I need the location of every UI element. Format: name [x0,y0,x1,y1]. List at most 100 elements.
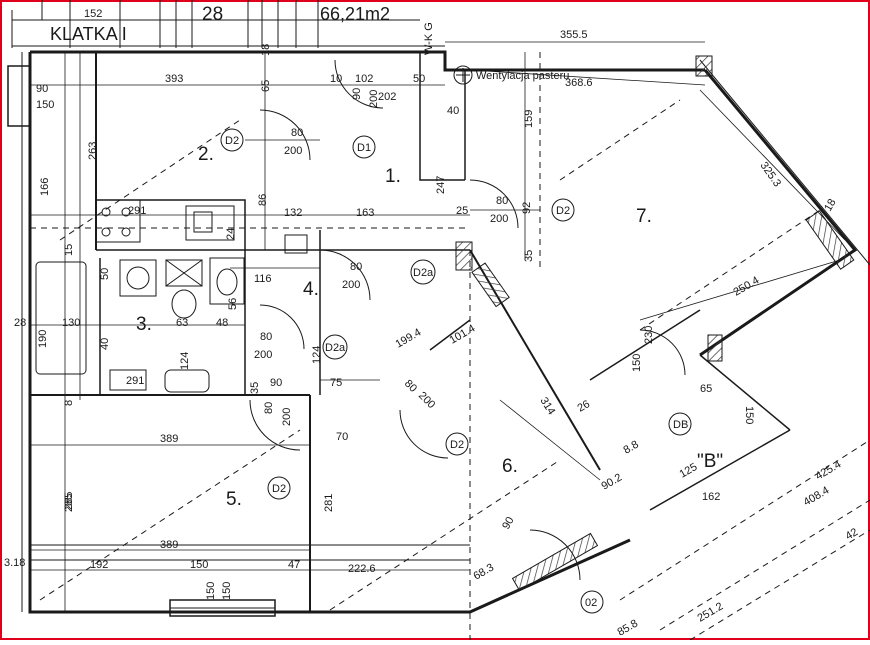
room-1-label: 1. [385,166,401,187]
dim-room3-291: 291 [126,375,144,387]
window-left [7,65,31,127]
fixtures [35,65,473,393]
stove [95,199,141,243]
dim-room6-200: 200 [416,390,437,411]
dim-bottom-47: 47 [288,559,300,571]
bathtub [35,261,87,375]
dim-top-202: 202 [378,91,396,103]
dim-room4-80: 80 [350,261,362,273]
dim-bottom-150-v2: 150 [221,582,233,600]
column-hatch-1 [455,241,473,271]
dim-top-393: 393 [165,73,183,85]
dim-left-318: 3.18 [4,557,25,569]
dim-room3-124: 124 [179,352,191,370]
kitchen-sink [185,205,235,241]
top-number-1: 152 [84,8,102,20]
dimension-lines [30,41,846,612]
dim-left-285: 285 [63,494,75,512]
dim-room7-250: 250.4 [732,274,762,298]
dim-top-90: 90 [351,88,363,100]
door-tag-d2-room2: D2 [225,135,239,147]
dim-room1-35: 35 [523,250,535,262]
dim-room4-200: 200 [342,279,360,291]
door-tag-d2-room6: D2 [450,439,464,451]
door-tag-d2-room7: D2 [556,205,570,217]
door-tag-db: DB [673,419,688,431]
dim-left-90: 90 [36,83,48,95]
room-6-label: 6. [502,456,518,477]
dim-room5-80: 80 [263,402,275,414]
dim-room1-80: 80 [496,195,508,207]
door-tag-d2a-room3: D2a [325,342,346,354]
dim-room3-48: 48 [216,317,228,329]
dim-bottom-192: 192 [90,559,108,571]
dim-room3-75: 75 [330,377,342,389]
walls [7,50,870,614]
dim-left-15: 15 [63,244,75,256]
dim-room7-150: 150 [631,354,643,372]
column-hatch-3 [695,55,713,77]
dim-left-50: 50 [99,268,111,280]
dim-left-190: 190 [37,330,49,348]
wc-basin [284,234,308,254]
column-hatch-4 [805,210,855,270]
boiler [165,259,203,287]
washing-machine [119,259,157,297]
window-room6 [511,532,599,592]
top-stair-hatching [11,0,445,48]
dim-top-10: 10 [330,73,342,85]
dim-room1-159: 159 [523,110,535,128]
dim-top-368: 368.6 [565,77,593,89]
room-2-label: 2. [198,144,214,165]
balcony-label: "B" [697,451,723,472]
washbasin [164,369,210,393]
ventilation-label: Wentylacja pasteru [476,70,569,82]
ventilation-fan-icon [453,65,473,85]
dim-bottom-90: 90 [500,515,517,532]
dim-bottom-408: 408.4 [802,484,832,508]
dim-room6-80: 80 [402,378,419,395]
dim-room6-26: 26 [576,398,593,415]
dim-room6-162: 162 [702,491,720,503]
dim-bottom-68: 68.3 [472,561,497,582]
dim-room2-24: 24 [225,228,237,240]
dim-room7-325: 325.3 [758,160,784,189]
room-3-label: 3. [136,314,152,335]
room-4-label: 4. [303,279,319,300]
dim-top-40: 40 [447,105,459,117]
dim-top-50: 50 [413,73,425,85]
column-hatch-2 [471,262,510,308]
dim-room2-86: 86 [257,194,269,206]
stairwell-label: KLATKA I [50,24,127,44]
dim-room5-389: 389 [160,433,178,445]
dim-room2-291: 291 [128,205,146,217]
dim-room3-200: 200 [254,349,272,361]
room-numbers: 1. 2. 3. 4. 5. 6. 7. "B" [136,144,723,510]
area-label: 66,21m2 [320,4,390,24]
dashed-lines [30,52,870,641]
toilet-bathroom [171,289,197,319]
dim-room3-116: 116 [254,273,272,285]
door-tag-d1: D1 [357,142,371,154]
dim-room5-285: 285 [63,492,75,510]
dim-room1-92: 92 [521,202,533,214]
wc-cabinet [209,257,245,305]
dim-top-200: 200 [368,90,380,108]
column-hatch-5 [707,334,723,362]
bath-basin [109,369,147,391]
dim-top-355: 355.5 [560,29,588,41]
dim-room5-70: 70 [336,431,348,443]
door-tag-d2a-room4: D2a [413,267,434,279]
dim-left-263: 263 [87,142,99,160]
dim-room3-130: 130 [62,317,80,329]
dim-room1-200: 200 [490,213,508,225]
dim-room6-199: 199.4 [394,326,424,350]
dim-room2-200: 200 [284,145,302,157]
room-7-label: 7. [636,206,652,227]
dim-room3-28: 28 [14,317,26,329]
room-5-label: 5. [226,489,242,510]
dim-room6-8: 8.8 [622,439,641,457]
